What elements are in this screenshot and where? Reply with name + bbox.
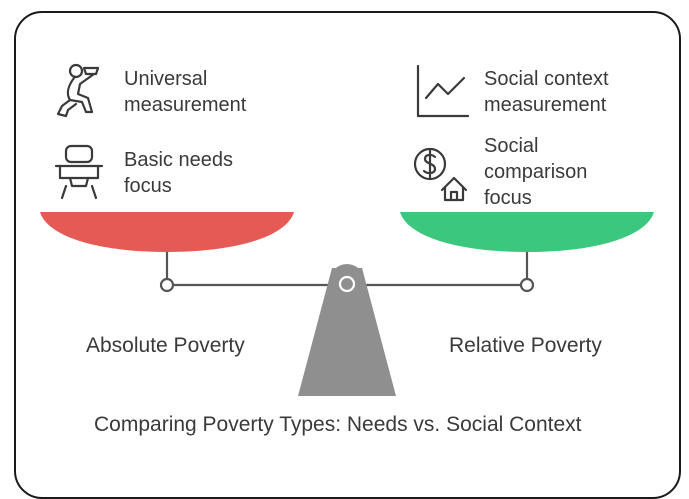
high-chair-icon xyxy=(52,142,106,205)
baby-feeding-icon xyxy=(52,62,114,125)
stand xyxy=(298,268,396,396)
diagram-title: Comparing Poverty Types: Needs vs. Socia… xyxy=(94,413,582,436)
left-pan xyxy=(40,212,294,252)
diagram-frame xyxy=(14,11,681,499)
stand-top xyxy=(330,264,364,298)
left-pivot xyxy=(159,277,175,293)
right-pan-label: Relative Poverty xyxy=(449,334,602,357)
left-pan-label: Absolute Poverty xyxy=(86,334,245,357)
money-house-icon xyxy=(412,146,472,207)
center-pivot xyxy=(338,275,356,293)
balance-scale xyxy=(40,212,654,396)
line-chart-icon xyxy=(414,64,470,125)
right-pan xyxy=(400,212,654,252)
right-pivot xyxy=(519,277,535,293)
